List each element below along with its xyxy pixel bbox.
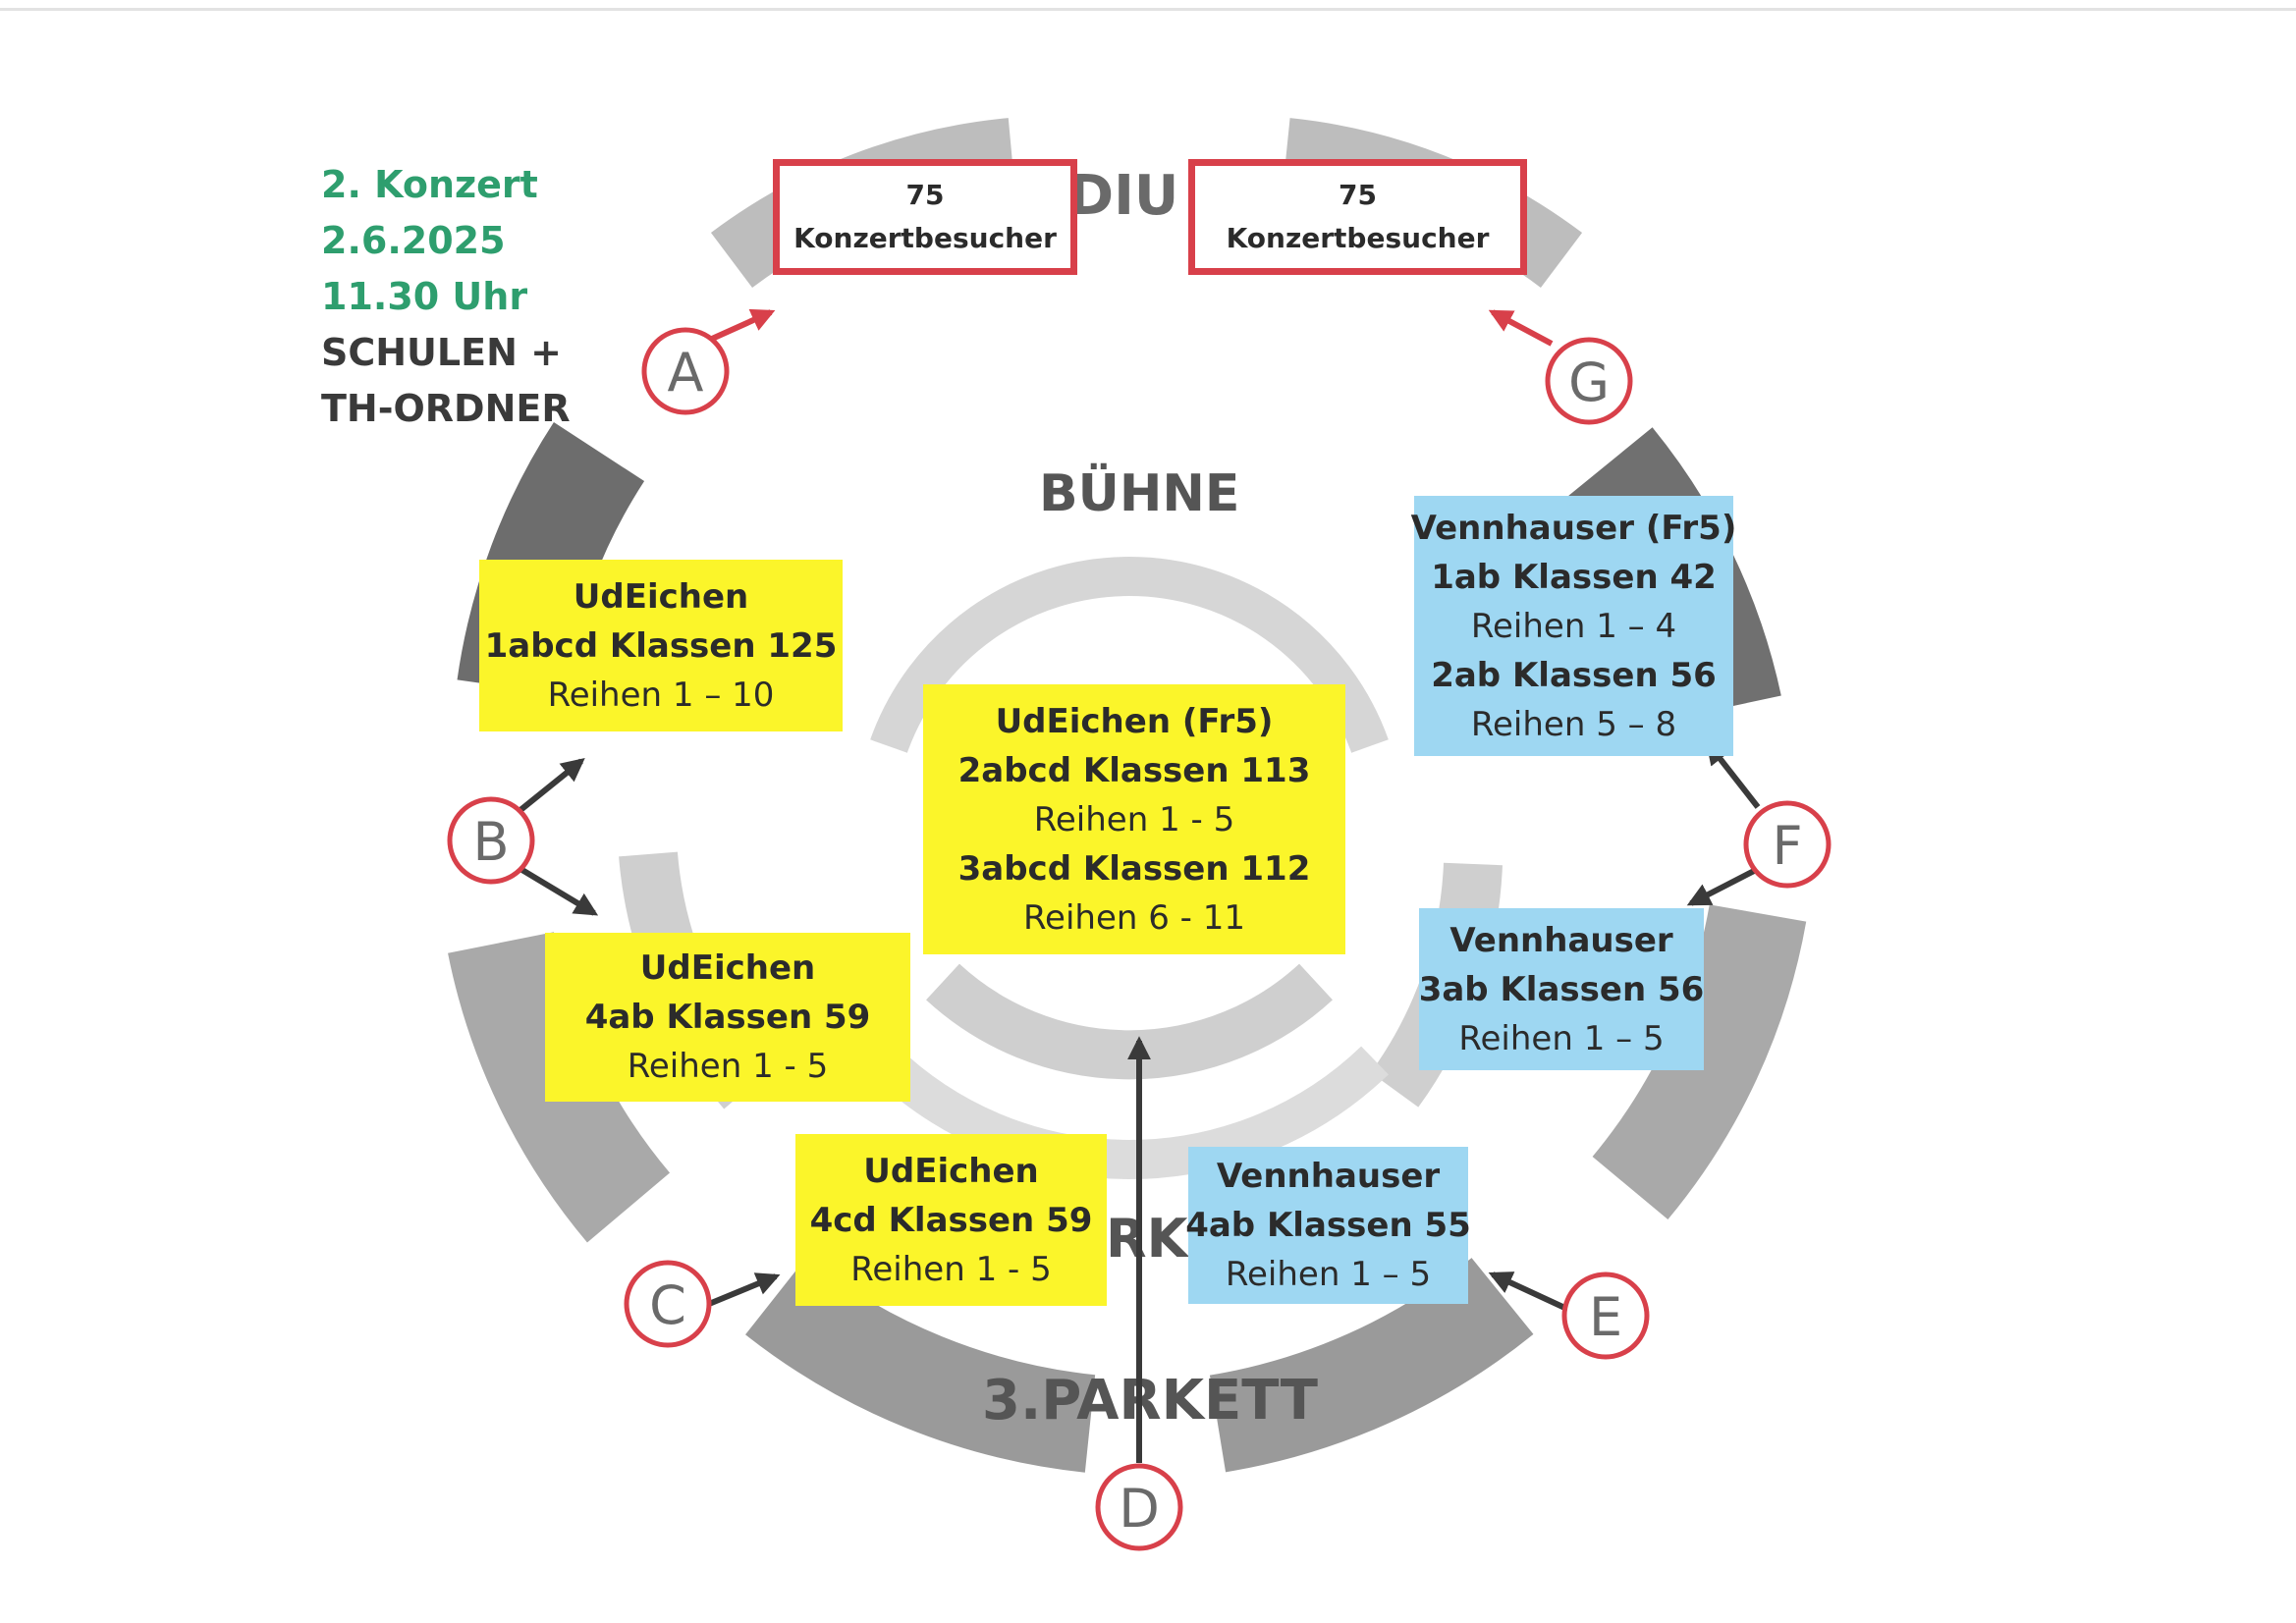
block-classes: 2ab Klassen 56 xyxy=(1431,655,1717,695)
block-rows: Reihen 1 – 5 xyxy=(1225,1255,1432,1294)
bottom-left-block xyxy=(745,1257,1096,1473)
block-rows: Reihen 1 - 5 xyxy=(1033,799,1235,839)
block-classes: 4cd Klassen 59 xyxy=(809,1200,1093,1240)
block-school: UdEichen xyxy=(863,1151,1039,1191)
arrow-f-down xyxy=(1686,866,1760,906)
podium-box-count: 75 xyxy=(905,179,945,211)
entrance-a-label: A xyxy=(668,342,704,404)
block-classes: 2abcd Klassen 113 xyxy=(957,750,1311,790)
arrow-b-up xyxy=(519,757,585,813)
podium-box-label: Konzertbesucher xyxy=(793,222,1057,254)
entrance-e-label: E xyxy=(1589,1286,1622,1348)
block-classes: 4ab Klassen 55 xyxy=(1185,1206,1471,1245)
seating-blocks xyxy=(448,118,1807,1473)
arrow-e xyxy=(1488,1271,1573,1314)
podium-box-label: Konzertbesucher xyxy=(1226,222,1490,254)
block-rows: Reihen 1 – 4 xyxy=(1470,606,1677,646)
entrance-b-label: B xyxy=(472,811,509,873)
block-rows: Reihen 1 – 10 xyxy=(547,675,775,715)
stage-label: BÜHNE xyxy=(1039,462,1239,523)
block-classes: 1abcd Klassen 125 xyxy=(484,625,838,666)
event-time: 11.30 Uhr xyxy=(321,275,528,318)
block-school: Vennhauser (Fr5) xyxy=(1410,508,1737,548)
entrance-g: G xyxy=(1545,337,1633,425)
entrance-f-label: F xyxy=(1772,815,1802,877)
event-title: 2. Konzert xyxy=(321,163,538,206)
podium-box-count: 75 xyxy=(1339,179,1377,211)
block-udeichen-4ab: UdEichen 4ab Klassen 59 Reihen 1 - 5 xyxy=(545,933,910,1102)
entrance-g-label: G xyxy=(1568,352,1610,413)
block-udeichen-4cd: UdEichen 4cd Klassen 59 Reihen 1 - 5 xyxy=(795,1134,1107,1306)
podium-box-right: 75 Konzertbesucher xyxy=(1188,159,1527,275)
center-rows-lower-2 xyxy=(870,1046,1389,1179)
podium-box-left: 75 Konzertbesucher xyxy=(773,159,1077,275)
event-info: 2. Konzert 2.6.2025 11.30 Uhr SCHULEN + … xyxy=(321,157,571,437)
block-rows: Reihen 5 – 8 xyxy=(1470,704,1677,744)
bottom-right-block xyxy=(1209,1257,1534,1473)
arrow-g xyxy=(1488,309,1554,347)
block-school: Vennhauser xyxy=(1449,920,1673,960)
block-school: UdEichen xyxy=(573,576,749,617)
block-rows: Reihen 1 - 5 xyxy=(850,1249,1052,1289)
event-group-line1: SCHULEN + xyxy=(321,331,562,374)
block-classes: 3abcd Klassen 112 xyxy=(957,848,1311,889)
block-rows: Reihen 1 – 5 xyxy=(1458,1018,1665,1058)
entrance-b: B xyxy=(447,796,535,885)
event-date: 2.6.2025 xyxy=(321,219,506,262)
center-rows-lower xyxy=(926,963,1333,1080)
entrance-c: C xyxy=(624,1260,712,1348)
block-udeichen-1abcd: UdEichen 1abcd Klassen 125 Reihen 1 – 10 xyxy=(479,560,843,731)
center-rows-upper xyxy=(870,557,1389,753)
arrows xyxy=(519,308,1761,1463)
block-rows: Reihen 6 - 11 xyxy=(1022,897,1246,938)
event-group-line2: TH-ORDNER xyxy=(321,387,571,430)
arrow-c xyxy=(707,1272,781,1307)
block-vennhauser-fr5: Vennhauser (Fr5) 1ab Klassen 42 Reihen 1… xyxy=(1411,496,1736,756)
entrance-c-label: C xyxy=(649,1274,686,1336)
entrance-markers: A B C D E F G xyxy=(447,327,1831,1551)
block-school: UdEichen xyxy=(639,948,816,988)
parkett-partial-label: RK xyxy=(1106,1208,1190,1270)
entrance-d-label: D xyxy=(1119,1478,1160,1540)
parkett3-label: 3.PARKETT xyxy=(982,1369,1318,1433)
block-vennhauser-3ab: Vennhauser 3ab Klassen 56 Reihen 1 – 5 xyxy=(1419,908,1704,1070)
block-udeichen-fr5: UdEichen (Fr5) 2abcd Klassen 113 Reihen … xyxy=(923,684,1345,954)
block-rows: Reihen 1 - 5 xyxy=(627,1047,829,1086)
right-lower-block xyxy=(1592,903,1807,1220)
block-vennhauser-4ab: Vennhauser 4ab Klassen 55 Reihen 1 – 5 xyxy=(1185,1147,1471,1304)
entrance-f: F xyxy=(1743,800,1831,889)
entrance-e: E xyxy=(1561,1271,1650,1360)
arrow-b-down xyxy=(519,866,599,916)
block-school: UdEichen (Fr5) xyxy=(995,701,1274,741)
entrance-a: A xyxy=(641,327,730,415)
block-classes: 4ab Klassen 59 xyxy=(584,998,871,1037)
block-school: Vennhauser xyxy=(1216,1157,1441,1196)
block-classes: 1ab Klassen 42 xyxy=(1431,557,1717,597)
entrance-d: D xyxy=(1095,1463,1183,1551)
arrow-a xyxy=(710,308,776,342)
top-border-line xyxy=(0,8,2296,11)
block-classes: 3ab Klassen 56 xyxy=(1418,969,1705,1009)
